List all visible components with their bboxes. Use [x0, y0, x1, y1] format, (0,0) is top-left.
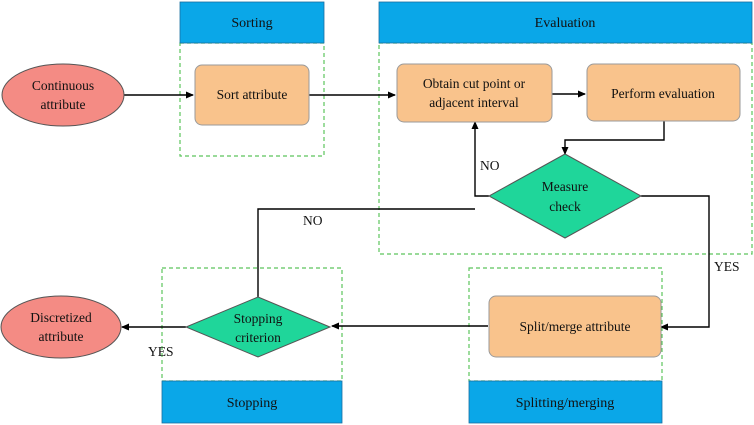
group-splitting-title: Splitting/merging — [516, 396, 615, 411]
continuous-label-line2: attribute — [41, 97, 86, 112]
node-continuous-attribute: Continuous attribute — [1, 63, 125, 127]
obtain-box — [396, 63, 553, 123]
edge-measure-yes-to-split — [641, 195, 710, 331]
continuous-ellipse — [1, 63, 125, 127]
measure-label-line2: check — [549, 199, 581, 214]
group-evaluation-header — [378, 1, 753, 44]
group-evaluation: Evaluation — [378, 1, 753, 255]
obtain-label-line1: Obtain cut point or — [423, 76, 526, 91]
group-sorting: Sorting — [179, 1, 325, 157]
stopping-label-line2: criterion — [235, 330, 281, 345]
node-sort-attribute: Sort attribute — [194, 64, 310, 126]
edge-stopping-no-to-obtain — [257, 208, 475, 297]
perform-box — [586, 63, 741, 122]
group-splitting: Splitting/merging — [468, 267, 663, 424]
measure-label-line1: Measure — [542, 179, 588, 194]
edge-label-stopping-yes: YES — [148, 344, 174, 359]
node-stopping-criterion: Stopping criterion — [184, 296, 332, 358]
sort-box — [194, 64, 310, 126]
group-sorting-title: Sorting — [231, 16, 272, 31]
obtain-label-line2: adjacent interval — [429, 95, 519, 110]
split-label: Split/merge attribute — [519, 319, 630, 334]
edge-label-measure-no: NO — [480, 158, 500, 173]
group-sorting-header — [179, 1, 325, 44]
split-box — [488, 295, 662, 358]
node-obtain-cut-point: Obtain cut point or adjacent interval — [396, 63, 553, 123]
continuous-label-line1: Continuous — [32, 78, 94, 93]
edge-measure-no-to-obtain — [471, 121, 489, 197]
edge-label-measure-yes: YES — [714, 259, 740, 274]
group-evaluation-title: Evaluation — [535, 16, 596, 31]
node-perform-evaluation: Perform evaluation — [586, 63, 741, 122]
node-discretized-attribute: Discretized attribute — [0, 295, 122, 359]
group-stopping-title: Stopping — [227, 396, 278, 411]
group-stopping-header — [161, 380, 343, 424]
node-measure-check: Measure check — [487, 153, 643, 239]
discretized-ellipse — [0, 295, 122, 359]
discretized-label-line2: attribute — [39, 329, 84, 344]
group-stopping: Stopping — [161, 267, 343, 424]
node-split-merge: Split/merge attribute — [488, 295, 662, 358]
measure-diamond — [487, 153, 643, 239]
group-splitting-header — [468, 380, 663, 424]
perform-label: Perform evaluation — [611, 86, 715, 101]
edge-label-stopping-no: NO — [303, 213, 323, 228]
stopping-diamond — [184, 296, 332, 358]
group-evaluation-border — [378, 42, 753, 255]
sort-label: Sort attribute — [217, 87, 288, 102]
edge-perform-to-measure — [561, 121, 665, 155]
connectors — [121, 90, 710, 331]
discretized-label-line1: Discretized — [30, 310, 92, 325]
stopping-label-line1: Stopping — [234, 311, 283, 326]
